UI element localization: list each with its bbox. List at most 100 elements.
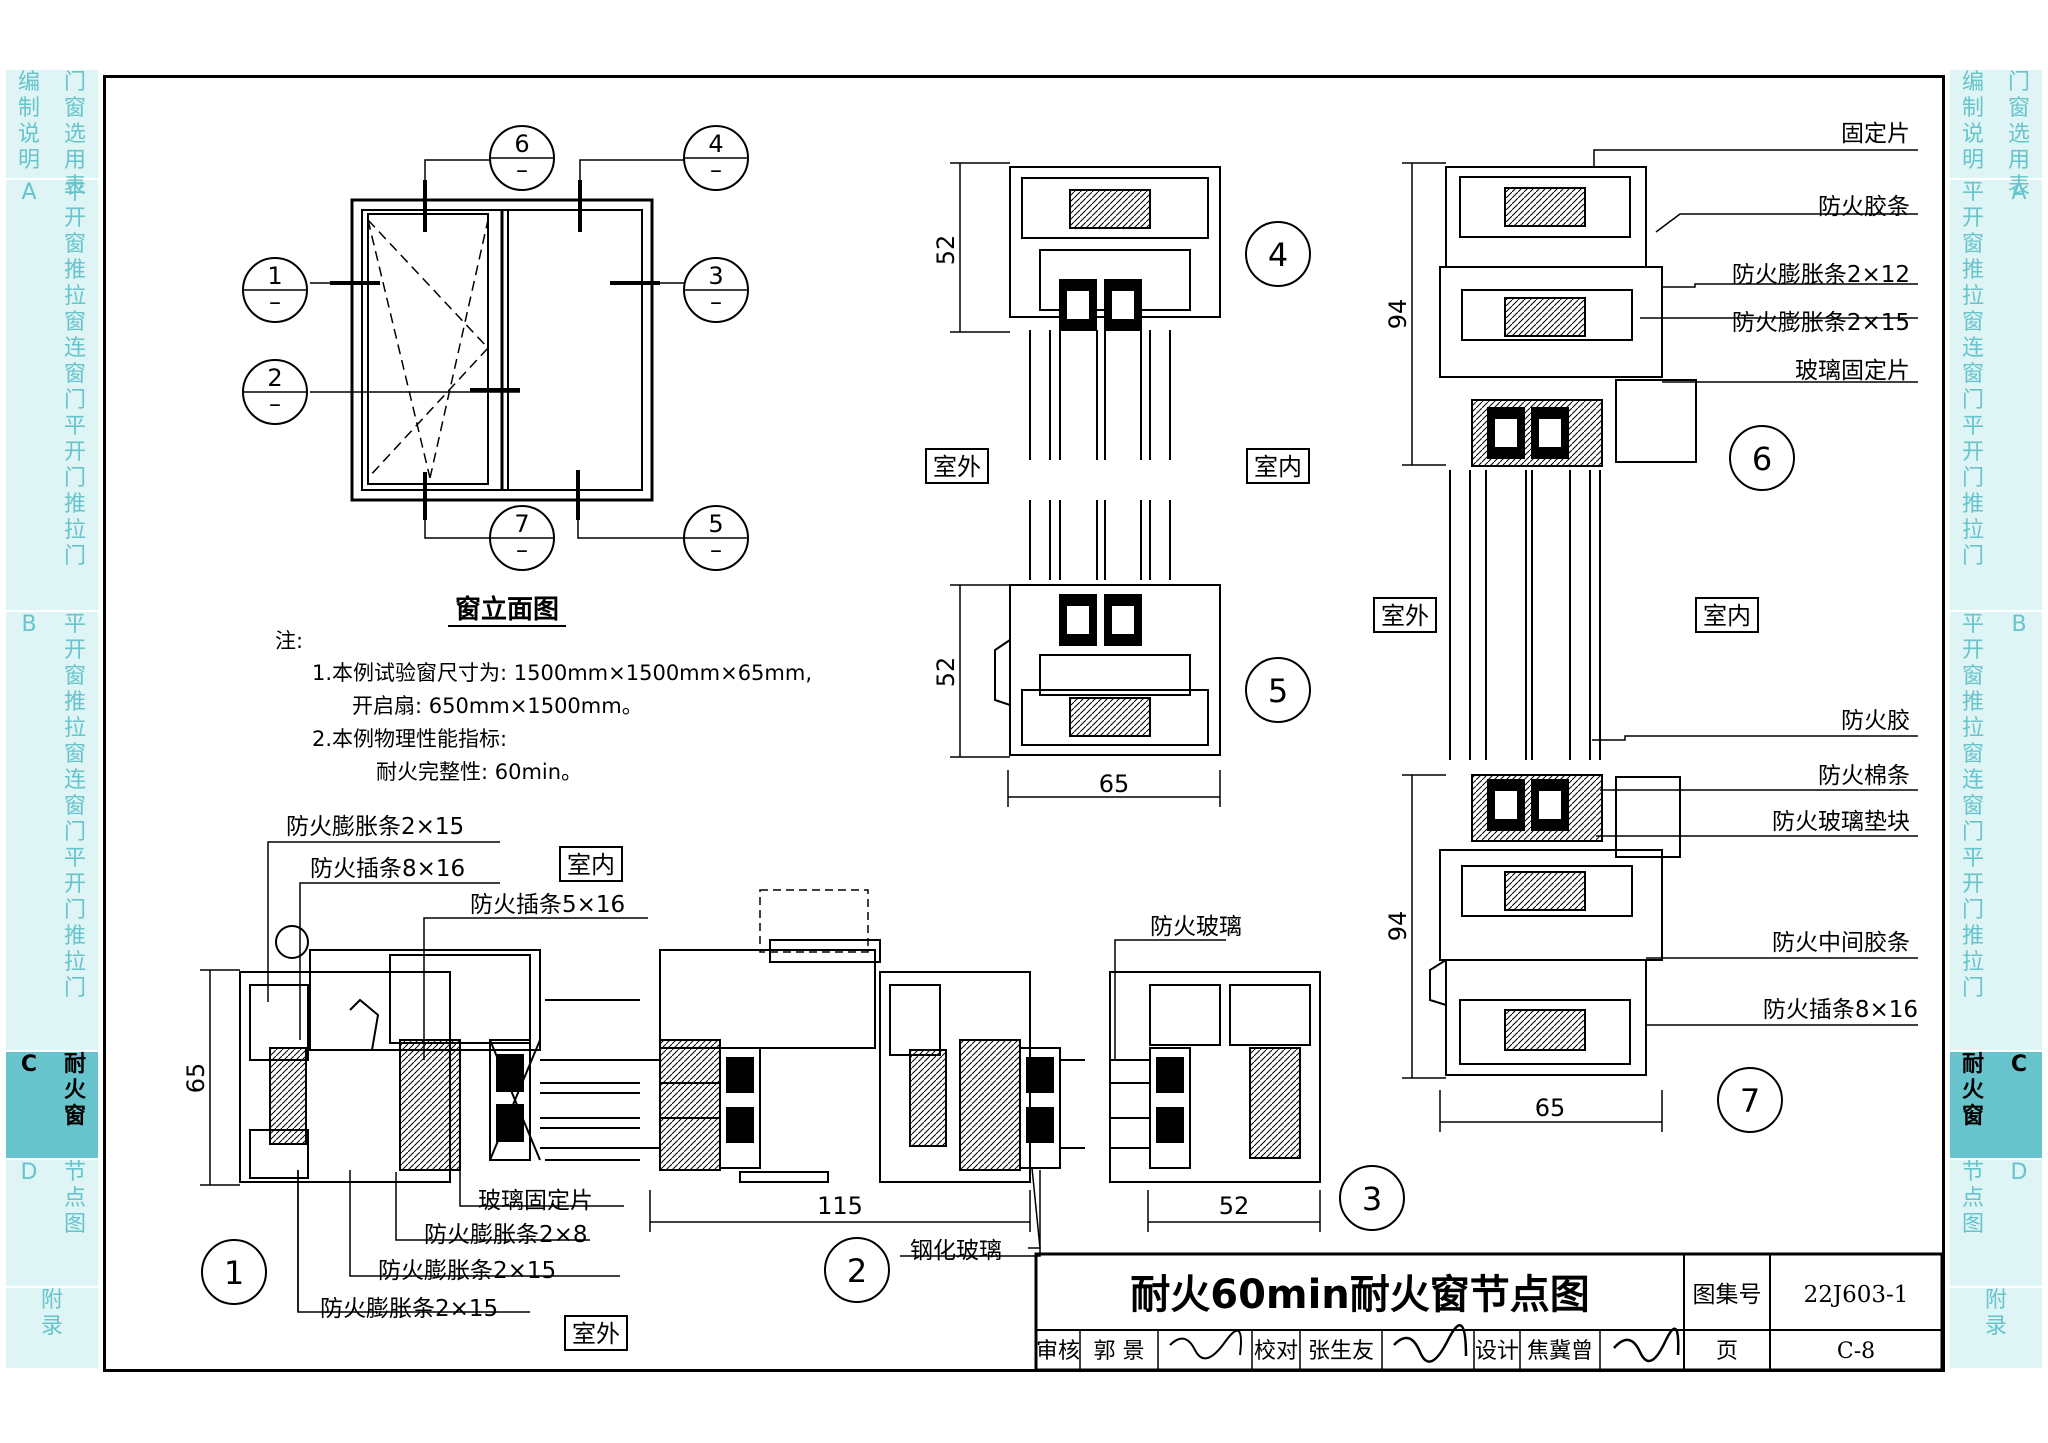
sidebar-tab-intro[interactable]: 编制说明 门窗选用表: [1950, 70, 2042, 199]
section-4-5: [950, 162, 1221, 807]
callout-6-num: 6: [514, 130, 529, 158]
tab-label: 编制说明: [1961, 70, 1984, 173]
label-expansion-2x15-b: 防火膨胀条2×15: [320, 1296, 498, 1322]
sidebar-tab-d[interactable]: 节点图 D: [1950, 1160, 2042, 1288]
left-sidebar-nav: 编制说明 门窗选用表 A 平开窗推拉窗连窗门平开门推拉门 B 平开窗推拉窗连窗门…: [6, 70, 98, 1370]
tab-label: 编制说明: [17, 70, 40, 173]
notes-line1: 1.本例试验窗尺寸为: 1500mm×1500mm×65mm,: [312, 661, 812, 685]
sidebar-tab-b[interactable]: B 平开窗推拉窗连窗门平开门推拉门: [6, 612, 98, 1052]
node-7: 7: [1717, 1067, 1783, 1133]
svg-text:1: 1: [224, 1254, 244, 1292]
label-expansion-2x15: 防火膨胀条2×15: [1732, 310, 1910, 336]
svg-text:5: 5: [1268, 672, 1288, 710]
tab-label: 平开窗推拉窗连窗门平开门推拉门: [63, 612, 86, 1001]
sidebar-tab-intro[interactable]: 编制说明 门窗选用表: [6, 70, 98, 199]
page-number: C-8: [1837, 1339, 1875, 1364]
plan-sections: [200, 841, 1321, 1313]
sidebar-tab-d[interactable]: D 节点图: [6, 1160, 98, 1288]
dim-52-bottom: 52: [932, 657, 960, 688]
design-signature: [1613, 1327, 1680, 1363]
outside-label-67: 室外: [1373, 597, 1437, 633]
label-fire-rubber-strip: 防火胶条: [1818, 194, 1910, 220]
sidebar-tab-a[interactable]: A 平开窗推拉窗连窗门平开门推拉门: [6, 180, 98, 612]
tab-label: 节点图: [1961, 1160, 1984, 1237]
callout-1-sub: –: [269, 288, 281, 316]
label-expansion-2x15-top: 防火膨胀条2×15: [286, 814, 464, 840]
sidebar-tab-appendix[interactable]: 附录: [6, 1288, 98, 1370]
elevation-title: 窗立面图: [455, 594, 559, 625]
dim-65-45: 65: [1099, 770, 1130, 798]
dim-52-top: 52: [932, 235, 960, 266]
atlas-label: 图集号: [1693, 1282, 1762, 1308]
callout-5-num: 5: [708, 510, 723, 538]
inside-label-plan: 室内: [559, 846, 623, 882]
tab-label: B: [2011, 612, 2027, 637]
plan-labels: 防火膨胀条2×15 防火插条8×16 防火插条5×16 防火玻璃 玻璃固定片 防…: [286, 814, 1242, 1322]
label-insert-5x16: 防火插条5×16: [470, 892, 625, 918]
design-name: 焦冀曾: [1527, 1339, 1593, 1364]
callout-1-num: 1: [267, 262, 282, 290]
node-2: 2: [824, 1237, 890, 1303]
tab-label: 耐火窗: [1961, 1052, 1984, 1129]
dim-115: 115: [817, 1192, 863, 1220]
sidebar-tab-a[interactable]: 平开窗推拉窗连窗门平开门推拉门 A: [1950, 180, 2042, 612]
sidebar-tab-c-active[interactable]: 耐火窗 C: [1950, 1052, 2042, 1160]
dim-65-plan: 65: [182, 1063, 210, 1094]
callout-3-num: 3: [708, 262, 723, 290]
tab-label: 耐火窗: [63, 1052, 86, 1129]
svg-text:室内: 室内: [567, 851, 615, 879]
callout-4-num: 4: [708, 130, 723, 158]
callout-1: 1 –: [242, 257, 308, 323]
tab-label: 门窗选用表: [63, 70, 86, 199]
node-1: 1: [201, 1239, 267, 1305]
label-fire-glass-block: 防火玻璃垫块: [1772, 809, 1910, 835]
title-block: [1034, 1252, 1944, 1372]
notes-line2: 开启扇: 650mm×1500mm。: [352, 694, 643, 718]
svg-text:室内: 室内: [1703, 602, 1751, 630]
tab-label: A: [2011, 180, 2027, 205]
node-6: 6: [1729, 425, 1795, 491]
svg-text:2: 2: [847, 1252, 867, 1290]
dim-94-bottom: 94: [1384, 911, 1412, 942]
label-tempered-glass: 钢化玻璃: [910, 1238, 1002, 1264]
notes: 注: 1.本例试验窗尺寸为: 1500mm×1500mm×65mm, 开启扇: …: [275, 629, 812, 784]
tab-label: 附录: [40, 1288, 63, 1339]
svg-text:室外: 室外: [572, 1320, 620, 1348]
section67-labels: 固定片 防火胶条 防火膨胀条2×12 防火膨胀条2×15 玻璃固定片 防火胶 防…: [1732, 121, 1918, 1023]
svg-text:室内: 室内: [1254, 453, 1302, 481]
callout-5-sub: –: [710, 536, 722, 564]
tab-label: 门窗选用表: [2007, 70, 2030, 199]
callout-4: 4 –: [683, 125, 749, 191]
node-3: 3: [1339, 1165, 1405, 1231]
label-insert-8x16: 防火插条8×16: [1763, 997, 1918, 1023]
callout-4-sub: –: [710, 156, 722, 184]
sidebar-tab-appendix[interactable]: 附录: [1950, 1288, 2042, 1370]
svg-text:7: 7: [1740, 1082, 1760, 1120]
design-label: 设计: [1475, 1339, 1519, 1364]
tab-label: D: [2010, 1160, 2028, 1185]
callout-3: 3 –: [683, 257, 749, 323]
sidebar-tab-c-active[interactable]: C 耐火窗: [6, 1052, 98, 1160]
label-glass-fixed-piece: 玻璃固定片: [1795, 358, 1910, 384]
label-fire-glass: 防火玻璃: [1150, 914, 1242, 940]
label-glass-fixed-piece: 玻璃固定片: [478, 1188, 593, 1214]
notes-head: 注:: [275, 629, 303, 653]
review-label: 审核: [1036, 1339, 1080, 1364]
dim-52-plan: 52: [1219, 1192, 1250, 1220]
dim-94-top: 94: [1384, 299, 1412, 330]
notes-line3: 2.本例物理性能指标:: [312, 727, 507, 751]
atlas-number: 22J603-1: [1804, 1282, 1909, 1308]
tab-label: D: [20, 1160, 38, 1185]
check-name: 张生友: [1308, 1339, 1374, 1364]
label-fire-sealant: 防火胶: [1841, 708, 1910, 734]
label-expansion-2x12: 防火膨胀条2×12: [1732, 262, 1910, 288]
dim-65-67: 65: [1535, 1094, 1566, 1122]
sidebar-tab-b[interactable]: 平开窗推拉窗连窗门平开门推拉门 B: [1950, 612, 2042, 1052]
label-fixed-piece: 固定片: [1841, 121, 1910, 147]
label-expansion-2x8: 防火膨胀条2×8: [424, 1222, 588, 1248]
svg-text:室外: 室外: [1381, 602, 1429, 630]
review-signature: [1169, 1329, 1242, 1360]
label-fire-cotton-strip: 防火棉条: [1818, 763, 1910, 789]
tab-label: 平开窗推拉窗连窗门平开门推拉门: [1961, 612, 1984, 1001]
drawing-frame: [103, 75, 1945, 1372]
